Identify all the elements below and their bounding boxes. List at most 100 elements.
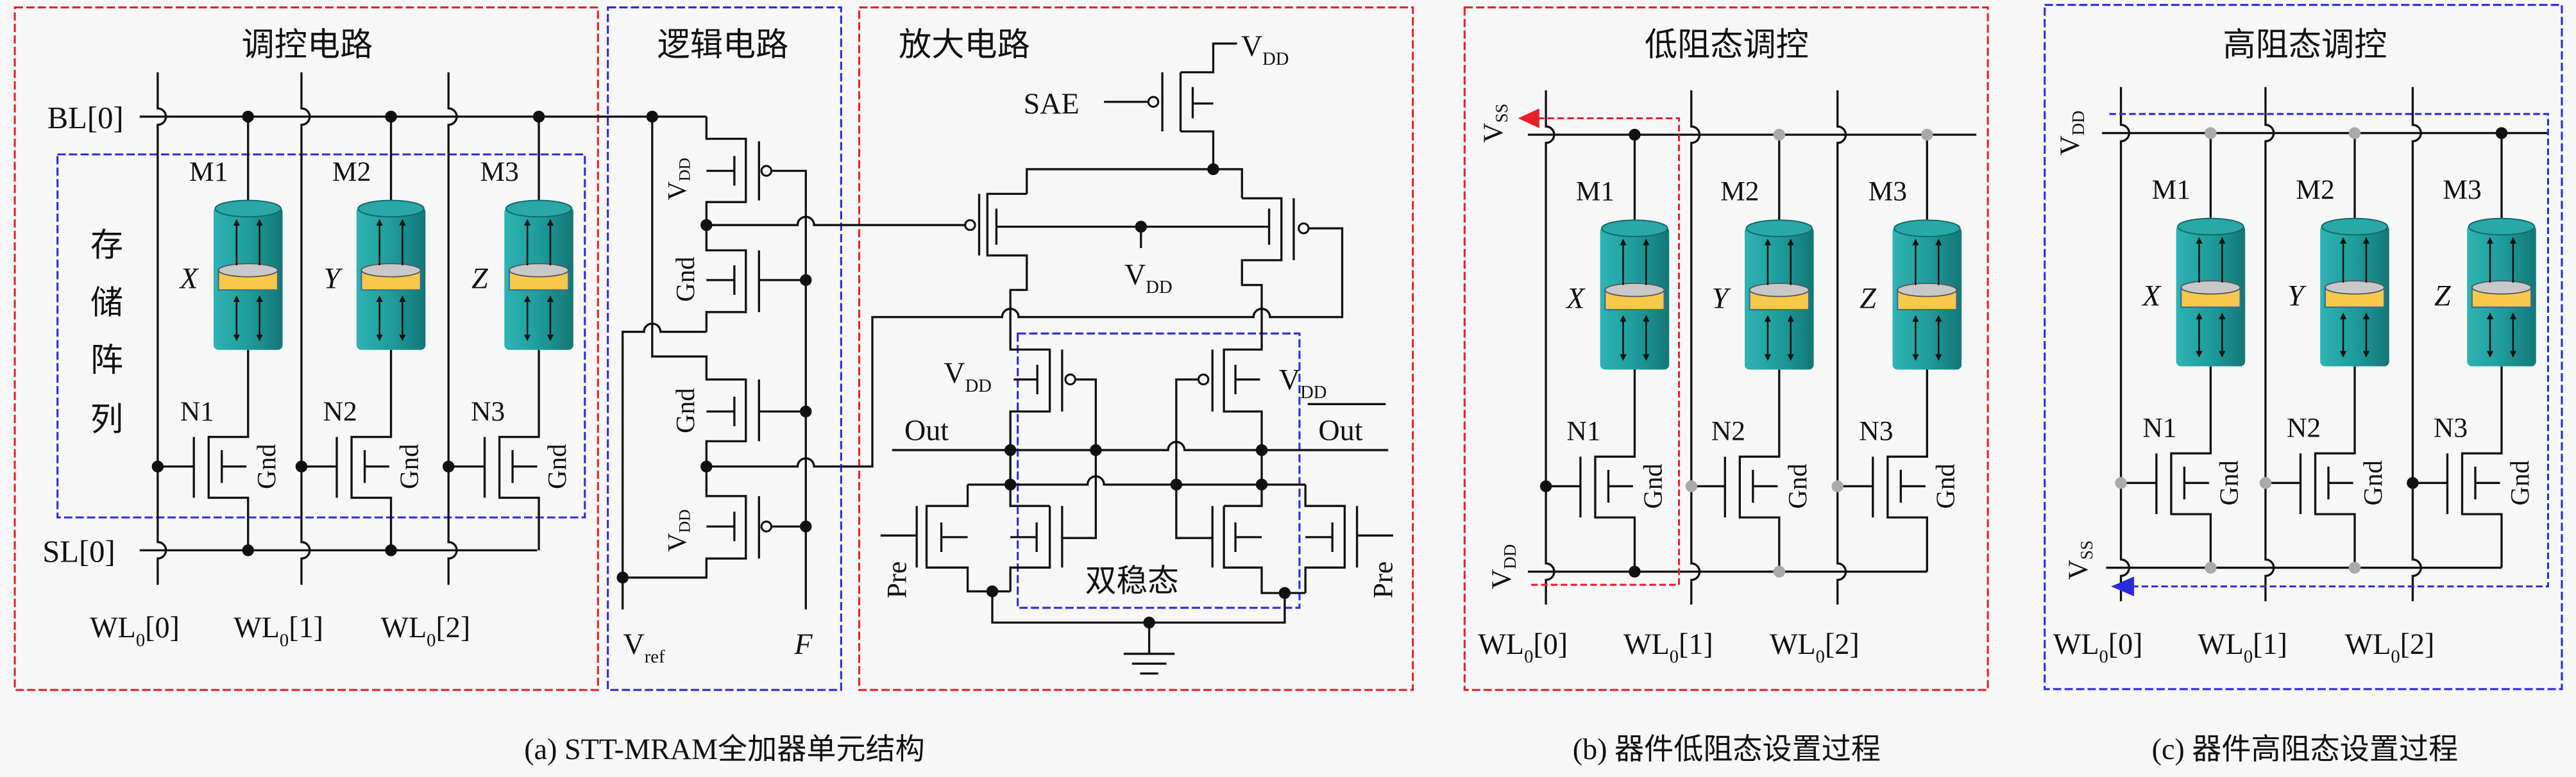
junction-dot (2205, 127, 2217, 139)
word-line-label-base: WL (1478, 628, 1524, 660)
word-line-label-index: [2] (2400, 628, 2435, 660)
gnd-label: Gnd (670, 388, 700, 433)
word-line-label-subscript: 0 (1670, 648, 1679, 667)
input-variable-label: Z (1860, 281, 1877, 314)
junction-dot (532, 110, 545, 123)
bit-line-label: BL[0] (47, 101, 124, 135)
current-path-indicator (2109, 113, 2549, 588)
junction-dot (1629, 565, 1641, 578)
word-line-label-index: [1] (1679, 628, 1713, 660)
word-line-label-base: WL (2198, 628, 2244, 660)
logic-circuit-box (607, 6, 842, 691)
word-line-label-base: WL (90, 611, 136, 644)
mtj-barrier (509, 263, 570, 278)
vdd-label: VDD (1124, 258, 1173, 297)
bistable-box (1017, 332, 1301, 609)
mtj-barrier (1749, 283, 1809, 297)
junction-dot (442, 460, 455, 472)
storage-array-label: 存 (90, 228, 123, 264)
gnd-label: Gnd (394, 444, 424, 489)
input-variable-label: X (1565, 281, 1586, 314)
logic-wire (771, 169, 807, 610)
vdd-label-subscript: DD (965, 376, 992, 396)
junction-dot (800, 405, 812, 418)
caption-b: (b) 器件低阻态设置过程 (1573, 733, 1881, 765)
vss-label-subscript: SS (1492, 103, 1511, 122)
amplifier-wire (1180, 130, 1215, 169)
mtj-label: M2 (1720, 176, 1759, 207)
ground-icon (1123, 622, 1175, 675)
logic-wire (706, 265, 736, 295)
gnd-label: Gnd (670, 256, 700, 302)
body-terminal (1899, 469, 1926, 503)
word-line (157, 72, 167, 585)
body-terminal (363, 450, 390, 483)
vss-label: VSS (2063, 540, 2096, 580)
word-line-label: WL0[1] (233, 611, 323, 651)
mtj-barrier (1604, 283, 1665, 297)
vref-label-base: V (623, 628, 644, 660)
precharge-label: Pre (1368, 561, 1399, 598)
body-terminal (1607, 469, 1633, 503)
junction-dot (700, 460, 713, 472)
word-line-label-base: WL (380, 611, 427, 644)
caption-a: (a) STT-MRAM全加器单元结构 (524, 733, 924, 765)
nmos-label: N1 (180, 396, 214, 427)
junction-dot (1004, 444, 1017, 456)
word-line (1690, 90, 1701, 605)
junction-dot (2259, 477, 2272, 489)
amplifier-wire (991, 591, 1286, 624)
vdd-label: VDD (1241, 29, 1289, 69)
mtj-device-icon (2320, 217, 2389, 367)
word-line-label-index: [1] (2253, 628, 2287, 660)
word-line-label-subscript: 0 (2244, 648, 2253, 667)
junction-dot (242, 544, 254, 556)
word-line-label: WL0[2] (2345, 628, 2435, 667)
wire (2170, 366, 2212, 568)
mtj-device-icon (2176, 217, 2246, 367)
input-variable-label: X (178, 262, 199, 295)
wire (207, 349, 250, 551)
input-variable-label: X (2141, 280, 2162, 312)
amplifier-wire (1191, 87, 1214, 119)
mtj-label: M3 (480, 156, 518, 187)
amplifier-wire (940, 522, 968, 552)
high-resistance-panel-box (2044, 4, 2563, 690)
word-line-label-subscript: 0 (427, 631, 436, 651)
mtj-barrier (1897, 283, 1958, 297)
nmos-label: N1 (1566, 416, 1600, 447)
amplifier-wire (892, 440, 1389, 451)
wire (1594, 369, 1636, 572)
wire (498, 349, 540, 551)
word-line-label-base: WL (2053, 628, 2099, 660)
vdd-label: VDD (662, 158, 693, 200)
mtj-device-icon (1600, 219, 1670, 370)
gnd-label: Gnd (542, 444, 572, 489)
word-line-label-base: WL (1623, 628, 1670, 660)
nmos-label: N1 (2142, 413, 2176, 444)
sae-label: SAE (1024, 87, 1080, 120)
nmos-label: N3 (1859, 416, 1893, 447)
word-line (2411, 87, 2422, 601)
amplifier-wire (1026, 168, 1243, 199)
amplifier-circuit-box (858, 6, 1414, 691)
word-line-label: WL0[2] (1770, 628, 1860, 667)
junction-dot (1255, 444, 1268, 456)
amplifier-wire (1223, 197, 1283, 507)
vref-label: Vref (623, 628, 665, 667)
vdd-label-base: V (944, 356, 965, 389)
amplifier-wire (1234, 364, 1260, 394)
amplifier-wire (1305, 522, 1334, 552)
mtj-top (357, 199, 425, 218)
amplifier-circuit-title: 放大电路 (899, 27, 1030, 63)
junction-dot (1539, 480, 1552, 492)
gnd-label: Gnd (251, 444, 281, 489)
nmos-label: N3 (471, 396, 505, 427)
word-line-label-index: [0] (145, 611, 180, 644)
